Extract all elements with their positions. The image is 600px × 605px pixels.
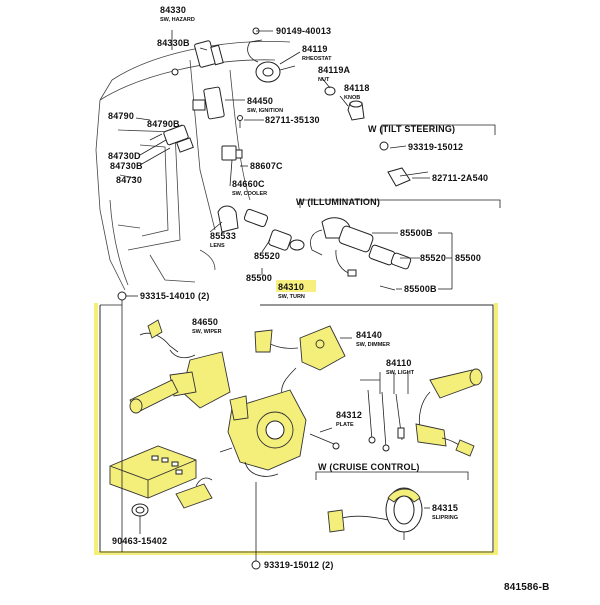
label-84110: 84110 bbox=[386, 358, 412, 368]
label-82711-35130: 82711-35130 bbox=[265, 115, 320, 125]
connector-block bbox=[109, 445, 197, 499]
screws bbox=[171, 27, 260, 128]
label-84660c: 84660C bbox=[232, 179, 265, 189]
label-84650: 84650 bbox=[192, 317, 218, 327]
sub-84450: SW, IGNITION bbox=[247, 108, 283, 114]
sub-84140: SW, DIMMER bbox=[356, 342, 390, 348]
light-switch bbox=[367, 368, 483, 457]
tilt-steering-group: W (TILT STEERING) bbox=[368, 124, 496, 187]
label-84790: 84790 bbox=[108, 111, 134, 121]
label-84450: 84450 bbox=[247, 96, 273, 106]
turn-switch-body bbox=[219, 389, 307, 477]
sub-84315: SLIPRING bbox=[432, 515, 458, 521]
cooler-switch bbox=[221, 145, 243, 161]
label-84118: 84118 bbox=[344, 83, 370, 93]
group-label-cruise: W (CRUISE CONTROL) bbox=[318, 462, 420, 472]
sub-84118: KNOB bbox=[344, 95, 360, 101]
label-90149: 90149-40013 bbox=[276, 26, 331, 36]
ignition-switch bbox=[192, 86, 225, 120]
rheostat bbox=[247, 39, 296, 83]
sub-84119: RHEOSTAT bbox=[302, 56, 332, 62]
label-85500a: 85500 bbox=[246, 273, 272, 283]
sub-84119a: NUT bbox=[318, 77, 330, 83]
label-93319b: 93319-15012 (2) bbox=[264, 560, 334, 570]
lamp-assembly bbox=[217, 205, 305, 251]
sub-84312: PLATE bbox=[336, 422, 354, 428]
sub-84330: SW, HAZARD bbox=[160, 17, 195, 23]
label-88607c: 88607C bbox=[250, 161, 283, 171]
sub-85533: LENS bbox=[210, 243, 225, 249]
illumination-group: W (ILLUMINATION) bbox=[296, 197, 501, 291]
label-84330b: 84330B bbox=[157, 38, 190, 48]
sub-84660c: SW, COOLER bbox=[232, 191, 267, 197]
label-85500b: 85500 bbox=[455, 253, 481, 263]
label-84330: 84330 bbox=[160, 5, 186, 15]
label-84730b: 84730B bbox=[110, 161, 143, 171]
small-connector bbox=[175, 477, 213, 509]
label-84310: 84310 bbox=[278, 282, 304, 292]
label-84312: 84312 bbox=[336, 410, 362, 420]
label-84730: 84730 bbox=[116, 175, 142, 185]
washer-icon bbox=[117, 291, 127, 301]
knob-parts bbox=[324, 86, 365, 121]
plate-84312 bbox=[309, 433, 340, 450]
label-85520b: 85520 bbox=[420, 253, 446, 263]
label-90463: 90463-15402 bbox=[112, 536, 167, 546]
part-labels: 84330 SW, HAZARD 84330B 90149-40013 8411… bbox=[108, 5, 550, 593]
label-85533: 85533 bbox=[210, 231, 236, 241]
dashboard-sketch bbox=[95, 41, 291, 291]
sub-84650: SW, WIPER bbox=[192, 329, 222, 335]
label-84140: 84140 bbox=[356, 330, 382, 340]
label-85500b-bot: 85500B bbox=[404, 284, 437, 294]
label-93315: 93315-14010 (2) bbox=[140, 291, 210, 301]
label-93319a: 93319-15012 bbox=[408, 142, 463, 152]
sub-84110: SW, LIGHT bbox=[386, 370, 415, 376]
sub-84310: SW, TURN bbox=[278, 294, 305, 300]
leader-lines bbox=[121, 30, 453, 562]
diagram-id: 841586-B bbox=[504, 582, 550, 593]
turn-switch-box bbox=[94, 303, 498, 555]
label-84730d: 84730D bbox=[108, 151, 141, 161]
hazard-switch bbox=[194, 40, 224, 68]
label-84790b: 84790B bbox=[147, 119, 180, 129]
screw-tilt-icon bbox=[379, 141, 389, 151]
label-84315: 84315 bbox=[432, 503, 458, 513]
screw-icon bbox=[251, 560, 261, 570]
label-85520a: 85520 bbox=[254, 251, 280, 261]
group-label-tilt: W (TILT STEERING) bbox=[368, 124, 455, 134]
clamp-90463 bbox=[131, 503, 149, 517]
dimmer-switch bbox=[254, 325, 346, 396]
label-85500b-top: 85500B bbox=[400, 228, 433, 238]
wiper-switch bbox=[129, 319, 231, 414]
group-label-illumination: W (ILLUMINATION) bbox=[296, 197, 380, 207]
cruise-control-group: W (CRUISE CONTROL) bbox=[315, 462, 469, 540]
label-82711-2a540: 82711-2A540 bbox=[432, 173, 488, 183]
label-84119a: 84119A bbox=[318, 65, 351, 75]
label-84119: 84119 bbox=[302, 44, 328, 54]
